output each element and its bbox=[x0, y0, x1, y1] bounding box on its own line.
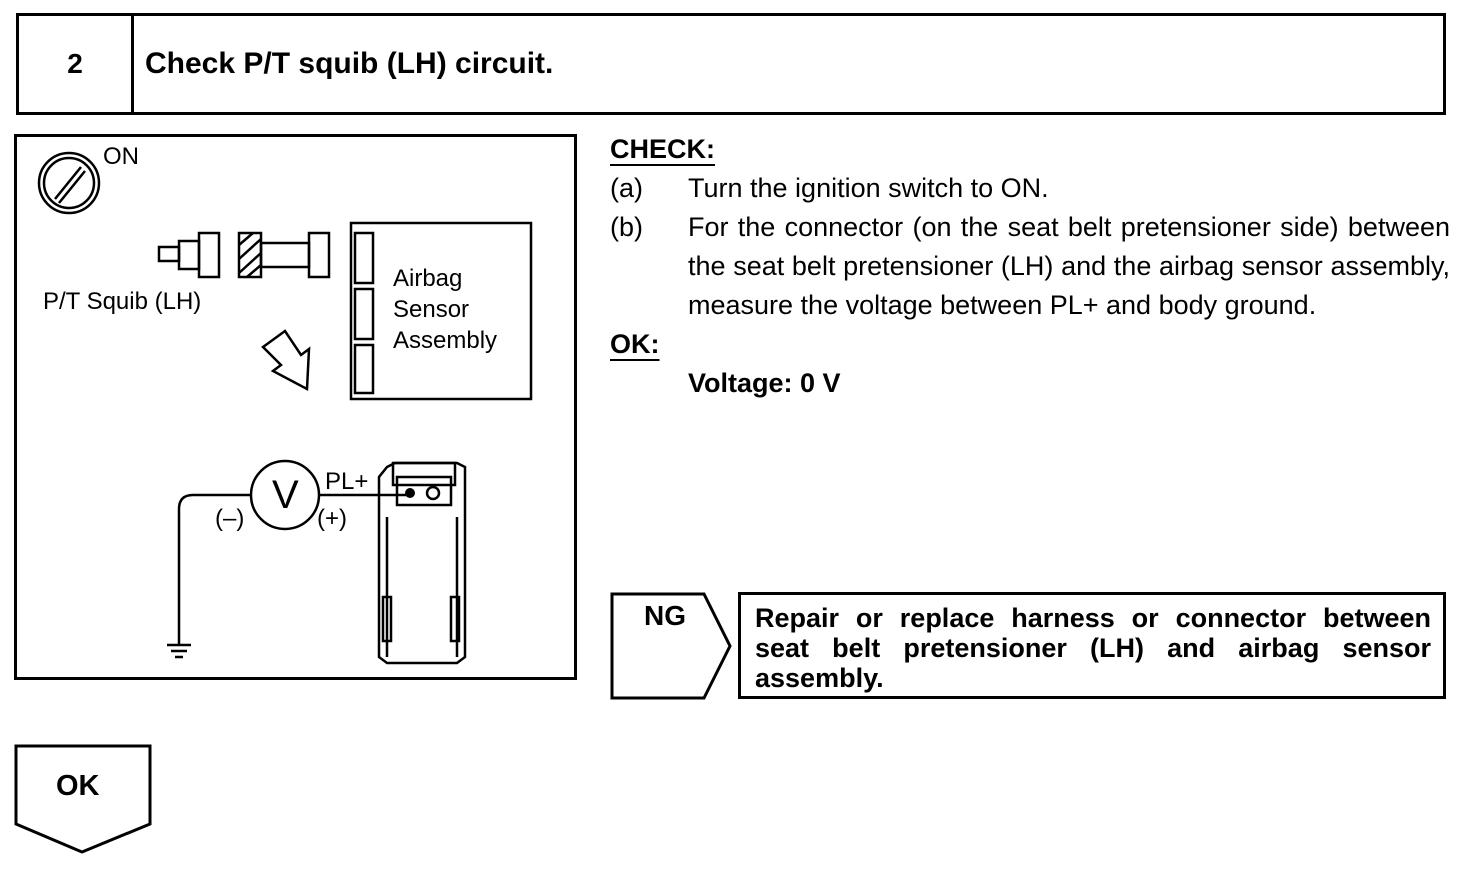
check-step: (a) Turn the ignition switch to ON. bbox=[610, 169, 1450, 208]
sensor-label-line1: Airbag bbox=[393, 265, 463, 292]
squib-label: P/T Squib (LH) bbox=[43, 288, 202, 315]
ignition-switch-icon bbox=[37, 151, 101, 215]
step-letter: (b) bbox=[610, 212, 643, 242]
ground-icon bbox=[167, 643, 191, 659]
sensor-label-line3: Assembly bbox=[393, 327, 498, 354]
ng-label: NG bbox=[644, 600, 686, 631]
check-section: CHECK: (a) Turn the ignition switch to O… bbox=[610, 130, 1450, 403]
step-text: For the connector (on the seat belt pret… bbox=[688, 212, 1450, 320]
ng-arrow-icon bbox=[610, 592, 732, 700]
step-text: Turn the ignition switch to ON. bbox=[688, 173, 1049, 203]
check-step: (b) For the connector (on the seat belt … bbox=[610, 208, 1450, 325]
ok-value: Voltage: 0 V bbox=[688, 368, 841, 398]
terminal-label: PL+ bbox=[325, 468, 369, 495]
step-number: 2 bbox=[19, 16, 134, 112]
direction-arrow-icon bbox=[261, 329, 311, 392]
squib-connector-icon bbox=[157, 231, 221, 279]
ok-result-label: OK bbox=[56, 770, 100, 802]
ok-arrow-icon bbox=[14, 744, 152, 854]
diagram-illustration bbox=[37, 151, 533, 665]
step-header: 2 Check P/T squib (LH) circuit. bbox=[16, 13, 1446, 115]
airbag-sensor-box-icon bbox=[349, 221, 533, 401]
ng-action-box: Repair or replace harness or connector b… bbox=[738, 592, 1446, 699]
pl-plus-terminal-icon bbox=[405, 488, 415, 498]
switch-on-label: ON bbox=[103, 143, 139, 170]
check-heading: CHECK: bbox=[610, 134, 715, 164]
mating-connector-icon bbox=[237, 231, 331, 279]
ground-wire bbox=[177, 493, 251, 645]
voltmeter-symbol: V bbox=[272, 473, 299, 517]
step-letter: (a) bbox=[610, 173, 643, 203]
step-title: Check P/T squib (LH) circuit. bbox=[145, 47, 554, 80]
pretensioner-connector-icon bbox=[377, 461, 467, 665]
positive-label: (+) bbox=[317, 505, 347, 532]
sensor-label-line2: Sensor bbox=[393, 296, 470, 323]
negative-label: (–) bbox=[215, 505, 245, 532]
ok-heading: OK: bbox=[610, 329, 660, 359]
wiring-diagram: ON P/T Squib (LH) Airbag Sensor Assembly… bbox=[14, 134, 577, 680]
